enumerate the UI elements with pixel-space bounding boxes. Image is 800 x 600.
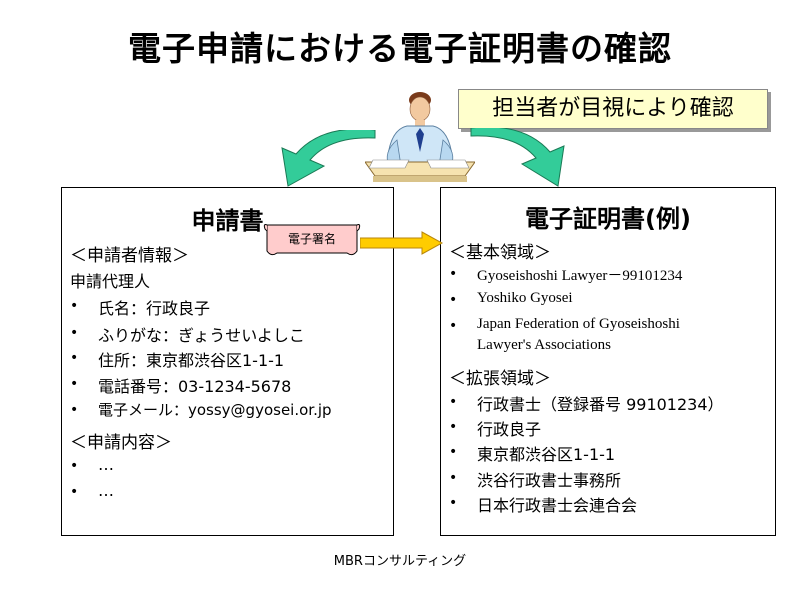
bullet: •	[449, 292, 458, 308]
applicant-name: 氏名：行政良子	[98, 299, 211, 318]
bullet: •	[70, 458, 79, 474]
federation-name-line2: Lawyer's Associations	[477, 337, 611, 353]
application-form-box: 申請書 ＜申請者情報＞ 申請代理人 • 氏名：行政良子 • ふりがな：ぎょうせい…	[61, 187, 394, 536]
officer-at-desk-illustration	[365, 92, 475, 182]
bullet: •	[70, 298, 79, 314]
bullet: •	[70, 402, 79, 418]
bullet: •	[449, 470, 458, 486]
bullet: •	[70, 376, 79, 392]
applicant-phone: 電話番号：03-1234-5678	[98, 377, 292, 396]
extended-area-header: ＜拡張領域＞	[449, 369, 551, 389]
footer-company: MBRコンサルティング	[333, 554, 467, 569]
bullet: •	[449, 419, 458, 435]
applicant-info-header: ＜申請者情報＞	[70, 246, 189, 266]
bullet: •	[449, 266, 458, 282]
lawyer-id: Gyoseishoshi Lawyer－99101234	[477, 268, 683, 284]
agent-label: 申請代理人	[70, 272, 151, 291]
application-content-header: ＜申請内容＞	[70, 433, 172, 453]
bullet: •	[70, 350, 79, 366]
bullet: •	[70, 484, 79, 500]
right-curved-arrow-icon	[470, 128, 565, 187]
basic-area-header: ＜基本領域＞	[449, 243, 551, 263]
association-name: 日本行政書士会連合会	[477, 496, 638, 515]
holder-name: Yoshiko Gyosei	[477, 290, 573, 306]
left-curved-arrow-icon	[281, 130, 376, 187]
certificate-title: 電子証明書(例)	[525, 205, 691, 233]
application-form-title: 申請書	[191, 207, 264, 235]
office-name: 渋谷行政書士事務所	[477, 471, 622, 490]
bullet: •	[449, 495, 458, 511]
bullet: •	[449, 444, 458, 460]
applicant-address: 住所：東京都渋谷区1-1-1	[98, 351, 285, 370]
holder-name-jp: 行政良子	[477, 420, 542, 439]
certificate-box: 電子証明書(例) ＜基本領域＞ • Gyoseishoshi Lawyer－99…	[440, 187, 776, 536]
bullet: •	[449, 318, 458, 334]
ribbon-icon	[263, 224, 361, 256]
content-item-2: …	[98, 481, 114, 500]
digital-signature-badge: 電子署名	[263, 221, 361, 261]
page-title: 電子申請における電子証明書の確認	[128, 29, 672, 68]
applicant-furigana: ふりがな：ぎょうせいよしこ	[98, 326, 305, 345]
federation-name-line1: Japan Federation of Gyoseishoshi	[477, 316, 680, 332]
digital-signature-label: 電子署名	[287, 232, 336, 246]
callout-label: 担当者が目視により確認	[458, 89, 768, 129]
bullet: •	[70, 325, 79, 341]
holder-address: 東京都渋谷区1-1-1	[477, 445, 616, 464]
content-item-1: …	[98, 455, 114, 474]
applicant-email: 電子メール：yossy@gyosei.or.jp	[98, 401, 332, 419]
registration-number: 行政書士（登録番号 99101234）	[477, 395, 724, 414]
right-arrow-icon	[360, 231, 444, 255]
bullet: •	[449, 394, 458, 410]
